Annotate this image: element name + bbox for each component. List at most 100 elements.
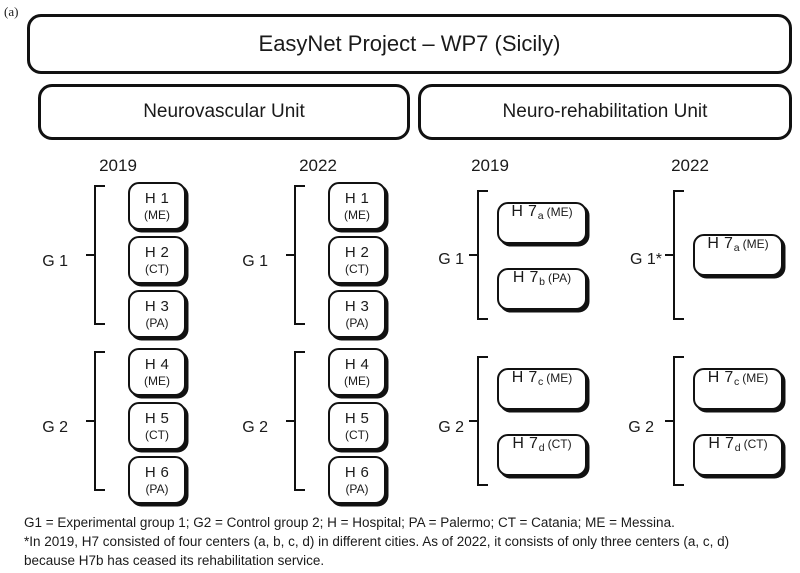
unit-label-neurorehabilitation: Neuro-rehabilitation Unit xyxy=(502,101,708,122)
project-title-text: EasyNet Project – WP7 (Sicily) xyxy=(258,31,561,56)
group-bracket-nub-nvu-2019-g1 xyxy=(86,254,95,256)
hospital-box-h4-nvu-2022: H 4 (ME) xyxy=(328,348,386,396)
hospital-name: H 5 xyxy=(144,409,170,427)
hospital-city: (CT) xyxy=(145,427,169,442)
group-bracket-nvu-2019-g1 xyxy=(94,185,105,325)
group-label-nru-2022-g2: G 2 xyxy=(628,419,654,436)
hospital-box-h2-nvu-2022: H 2 (CT) xyxy=(328,236,386,284)
hospital-city: (ME) xyxy=(742,237,769,251)
hospital-name: H 7 xyxy=(707,369,734,386)
panel-label: (a) xyxy=(4,4,19,19)
hospital-city: (ME) xyxy=(144,207,170,222)
hospital-box-h3-nvu-2022: H 3 (PA) xyxy=(328,290,386,338)
hospital-name: H 6 xyxy=(144,463,170,481)
footnote-asterisk-line2: because H7b has ceased its rehabilitatio… xyxy=(24,553,325,568)
hospital-city: (PA) xyxy=(145,315,169,330)
group-bracket-nru-2022-g2 xyxy=(673,356,684,486)
hospital-name: H 3 xyxy=(344,297,370,315)
group-bracket-nvu-2019-g2 xyxy=(94,351,105,491)
footnote-asterisk-line1: *In 2019, H7 consisted of four centers (… xyxy=(24,534,730,549)
hospital-box-h3-nvu-2019: H 3 (PA) xyxy=(128,290,186,338)
hospital-city: (CT) xyxy=(345,427,369,442)
hospital-box-h7a-nru-2019: H 7 a (ME) xyxy=(497,202,587,244)
hospital-name: H 7 xyxy=(512,435,539,452)
hospital-center-sub: a xyxy=(733,242,740,254)
hospital-box-h4-nvu-2019: H 4 (ME) xyxy=(128,348,186,396)
hospital-name: H 4 xyxy=(344,355,370,373)
hospital-name: H 2 xyxy=(344,243,370,261)
hospital-city: (PA) xyxy=(345,481,369,496)
hospital-center-sub: a xyxy=(537,210,544,222)
hospital-name: H 1 xyxy=(144,189,170,207)
hospital-name: H 2 xyxy=(144,243,170,261)
hospital-box-h7d-nru-2022: H 7 d (CT) xyxy=(693,434,783,476)
group-bracket-nub-nru-2019-g1 xyxy=(469,254,478,256)
year-label-nru-2019: 2019 xyxy=(471,156,509,175)
hospital-box-h2-nvu-2019: H 2 (CT) xyxy=(128,236,186,284)
hospital-center-sub: d xyxy=(734,442,741,454)
hospital-city: (ME) xyxy=(344,207,370,222)
hospital-box-h6-nvu-2022: H 6 (PA) xyxy=(328,456,386,504)
hospital-box-h1-nvu-2022: H 1 (ME) xyxy=(328,182,386,230)
hospital-box-h5-nvu-2022: H 5 (CT) xyxy=(328,402,386,450)
project-title-box: EasyNet Project – WP7 (Sicily) xyxy=(27,14,792,74)
hospital-box-h5-nvu-2019: H 5 (CT) xyxy=(128,402,186,450)
hospital-city: (ME) xyxy=(742,371,769,385)
hospital-name: H 1 xyxy=(344,189,370,207)
group-bracket-nub-nvu-2022-g2 xyxy=(286,420,295,422)
group-bracket-nvu-2022-g1 xyxy=(294,185,305,325)
hospital-city: (ME) xyxy=(144,373,170,388)
hospital-city: (PA) xyxy=(145,481,169,496)
hospital-center-sub: c xyxy=(538,376,544,388)
group-label-nru-2019-g1: G 1 xyxy=(438,251,464,268)
hospital-city: (CT) xyxy=(345,261,369,276)
group-label-nvu-2019-g2: G 2 xyxy=(42,419,68,436)
group-label-nru-2019-g2: G 2 xyxy=(438,419,464,436)
hospital-box-h7a-nru-2022: H 7 a (ME) xyxy=(693,234,783,276)
hospital-box-h7c-nru-2019: H 7 c (ME) xyxy=(497,368,587,410)
hospital-center-sub: b xyxy=(539,276,546,288)
unit-box-neurovascular: Neurovascular Unit xyxy=(38,84,410,140)
hospital-name: H 4 xyxy=(144,355,170,373)
unit-box-neurorehabilitation: Neuro-rehabilitation Unit xyxy=(418,84,792,140)
group-label-nvu-2019-g1: G 1 xyxy=(42,253,68,270)
group-bracket-nru-2019-g1 xyxy=(477,190,488,320)
hospital-center-sub: c xyxy=(734,376,740,388)
hospital-box-h6-nvu-2019: H 6 (PA) xyxy=(128,456,186,504)
unit-label-neurovascular: Neurovascular Unit xyxy=(143,101,305,122)
group-bracket-nub-nru-2022-g1 xyxy=(665,254,674,256)
footnote-abbreviations: G1 = Experimental group 1; G2 = Control … xyxy=(24,515,675,530)
year-label-nvu-2022: 2022 xyxy=(299,156,337,175)
hospital-name: H 5 xyxy=(344,409,370,427)
year-label-nru-2022: 2022 xyxy=(671,156,709,175)
hospital-name: H 6 xyxy=(344,463,370,481)
hospital-name: H 3 xyxy=(144,297,170,315)
hospital-city: (CT) xyxy=(145,261,169,276)
hospital-name: H 7 xyxy=(707,235,734,252)
hospital-name: H 7 xyxy=(708,435,735,452)
hospital-city: (ME) xyxy=(546,205,573,219)
hospital-city: (PA) xyxy=(548,271,572,285)
group-bracket-nub-nru-2019-g2 xyxy=(469,420,478,422)
group-bracket-nub-nvu-2022-g1 xyxy=(286,254,295,256)
group-bracket-nru-2019-g2 xyxy=(477,356,488,486)
hospital-box-h7b-nru-2019: H 7 b (PA) xyxy=(497,268,587,310)
group-bracket-nub-nvu-2019-g2 xyxy=(86,420,95,422)
hospital-box-h7c-nru-2022: H 7 c (ME) xyxy=(693,368,783,410)
group-bracket-nub-nru-2022-g2 xyxy=(665,420,674,422)
group-label-nvu-2022-g1: G 1 xyxy=(242,253,268,270)
hospital-city: (PA) xyxy=(345,315,369,330)
hospital-city: (CT) xyxy=(547,437,572,451)
group-label-nru-2022-g1: G 1* xyxy=(629,251,662,268)
group-bracket-nru-2022-g1 xyxy=(673,190,684,320)
hospital-name: H 7 xyxy=(512,269,539,286)
year-label-nvu-2019: 2019 xyxy=(99,156,137,175)
hospital-city: (CT) xyxy=(743,437,768,451)
hospital-city: (ME) xyxy=(344,373,370,388)
hospital-box-h1-nvu-2019: H 1 (ME) xyxy=(128,182,186,230)
hospital-name: H 7 xyxy=(511,203,538,220)
group-label-nvu-2022-g2: G 2 xyxy=(242,419,268,436)
hospital-center-sub: d xyxy=(538,442,545,454)
group-bracket-nvu-2022-g2 xyxy=(294,351,305,491)
hospital-city: (ME) xyxy=(546,371,573,385)
